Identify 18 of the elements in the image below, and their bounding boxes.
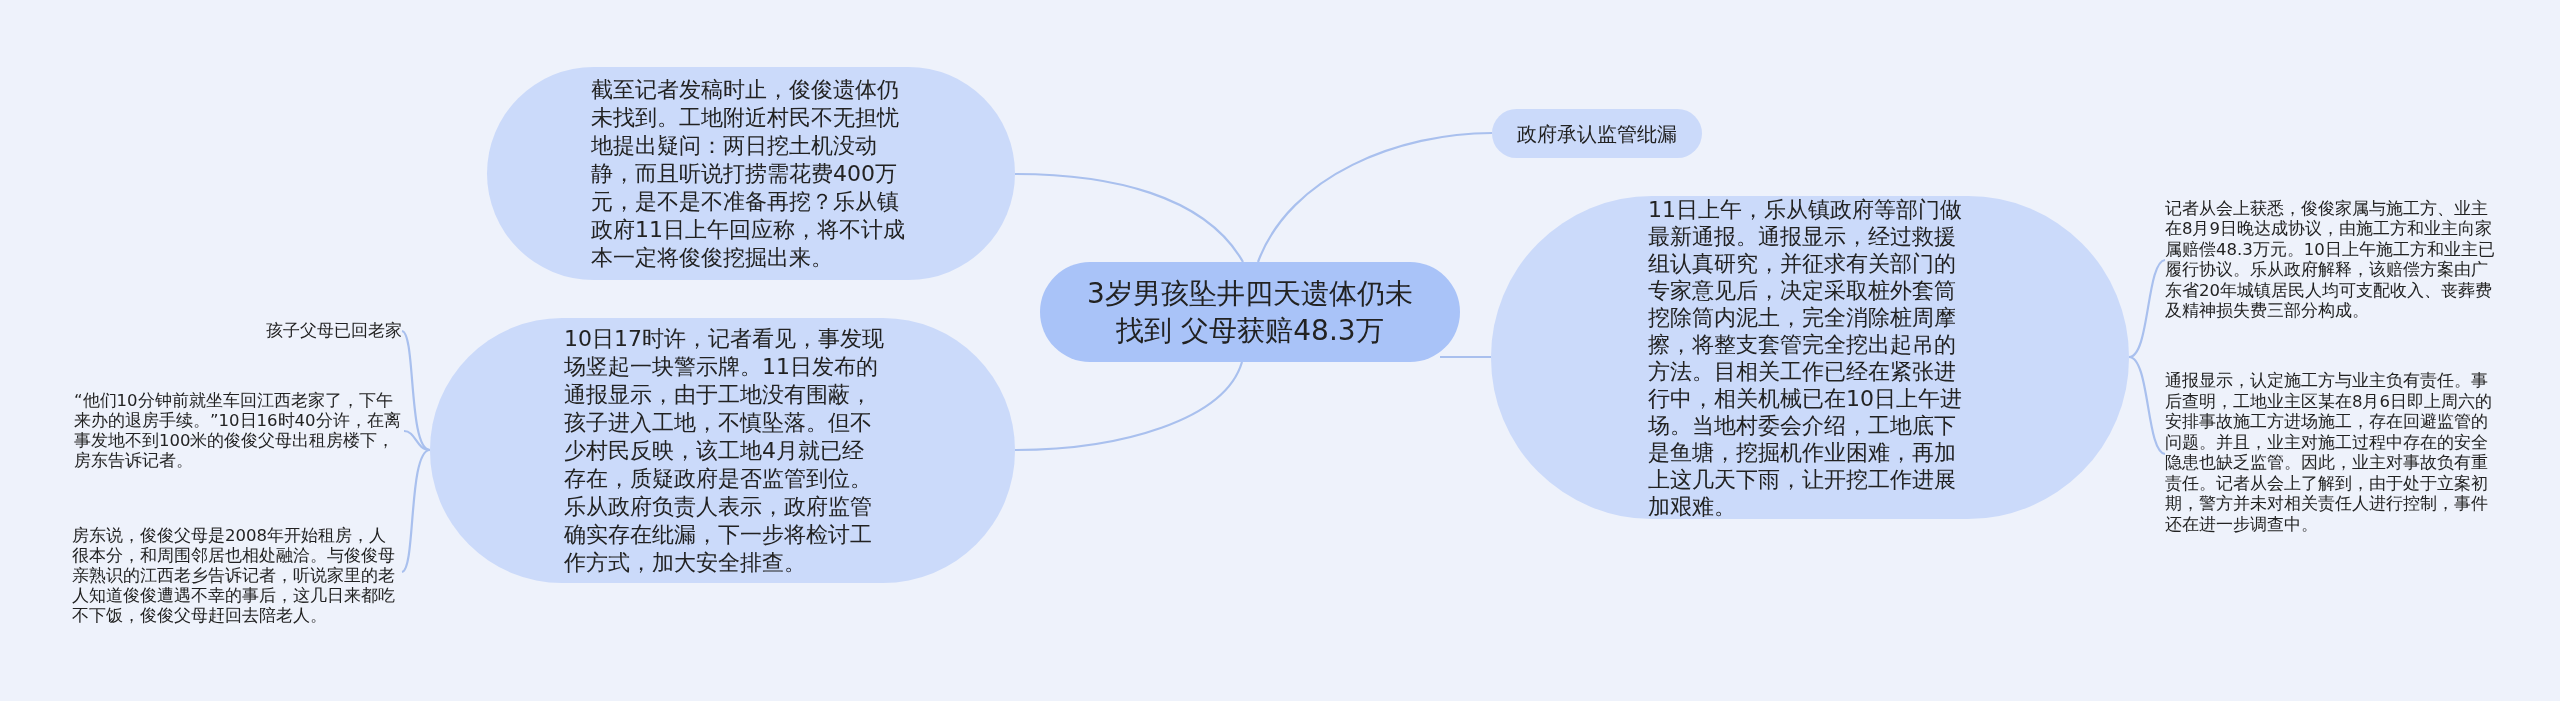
connector-line: [2128, 355, 2166, 455]
topic-bubble: 10日17时许，记者看见，事发现场竖起一块警示牌。11日发布的通报显示，由于工地没有围蔽，孩子进入工地，不慎坠落。但不少村民反映，该工地4月就已经存在，质疑政府是否监管到位。乐从政府负责人表示，政府监管确实存在纰漏，下一步将检讨工作方式，加大安全排查。: [430, 318, 1015, 583]
central-topic: 3岁男孩坠井四天遗体仍未找到 父母获赔48.3万: [1040, 262, 1460, 362]
connector-line: [1014, 172, 1244, 263]
connector-line: [1014, 361, 1243, 452]
note-text: 记者从会上获悉，俊俊家属与施工方、业主在8月9日晚达成协议，由施工方和业主向家属赔偿48.3万元。10日上午施工方和业主已履行协议。乐从政府解释，该赔偿方案由广东省20年城镇居民人均可支配收入、丧葬费及精神损失费三部分构成。: [2165, 198, 2500, 322]
note-text: 房东说，俊俊父母是2008年开始租房，人很本分，和周围邻居也相处融洽。与俊俊母亲熟识的江西老乡告诉记者，听说家里的老人知道俊俊遭遇不幸的事后，这几日来都吃不下饭，俊俊父母赶回去陪老人。: [72, 524, 402, 628]
connector-line: [1440, 355, 1491, 359]
connector-line: [2128, 259, 2166, 359]
note-text: 通报显示，认定施工方与业主负有责任。事后查明，工地业主区某在8月6日即上周六的安排事故施工方进场施工，存在回避监管的问题。并且，业主对施工过程中存在的安全隐患也缺乏监管。因此，业主对事故负有重责任。记者从会上了解到，由于处于立案初期，警方并未对相关责任人进行控制，事件还在进一步调查中。: [2165, 370, 2500, 536]
connector-line: [401, 449, 431, 573]
topic-bubble: 截至记者发稿时止，俊俊遗体仍未找到。工地附近村民不无担忧地提出疑问：两日挖土机没动静，而且听说打捞需花费400万元，是不是不准备再挖？乐从镇政府11日上午回应称，将不计成本一定将俊俊挖掘出来。: [487, 67, 1015, 280]
note-text: “他们10分钟前就坐车回江西老家了，下午来办的退房手续。”10日16时40分许，在离事发地不到100米的俊俊父母出租房楼下，房东告诉记者。: [74, 386, 404, 476]
connector-line: [403, 429, 431, 452]
note-text: 孩子父母已回老家: [180, 318, 402, 344]
topic-bubble: 政府承认监管纰漏: [1492, 109, 1702, 158]
connector-line: [1257, 131, 1493, 263]
topic-bubble: 11日上午，乐从镇政府等部门做最新通报。通报显示，经过救援组认真研究，并征求有关部门的专家意见后，决定采取桩外套筒挖除筒内泥土，完全消除桩周摩擦，将整支套管完全挖出起吊的方法。目相关工作已经在紧张进行中，相关机械已在10日上午进场。当地村委会介绍，工地底下是鱼塘，挖掘机作业困难，再加上这几天下雨，让开挖工作进展加艰难。: [1491, 196, 2129, 519]
